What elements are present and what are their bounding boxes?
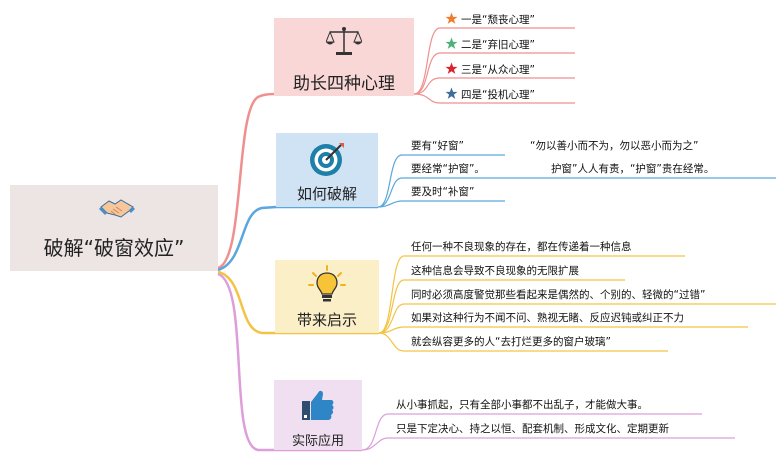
connector-central-branch3 xyxy=(217,270,275,335)
connector-central-branch4 xyxy=(217,272,274,452)
scales-icon xyxy=(326,27,362,55)
connector-b3-leaf5 xyxy=(378,332,668,352)
connector-b4-leaf2 xyxy=(361,437,735,451)
branch-label: 带来启示 xyxy=(296,311,357,329)
connector-b2-leaf1 xyxy=(377,154,505,208)
leaf-text: 同时必须高度警觉那些看起来是偶然的、个别的、轻微的“过错” xyxy=(411,289,706,301)
leaf-text: 要及时“补窗” xyxy=(411,186,475,198)
red-star-icon xyxy=(445,62,458,74)
leaf-item: 一是“颓丧心理” xyxy=(445,12,535,27)
branch-node-mindsets[interactable]: 助长四种心理 xyxy=(274,18,414,96)
leaf-text: 任何一种不良现象的存在，都在传递着一种信息 xyxy=(411,241,632,253)
connector-b4-leaf1 xyxy=(361,413,702,451)
leaf-note: 护窗”人人有责，“护窗”贵在经常。 xyxy=(551,163,715,175)
connector-b3-leaf2 xyxy=(378,279,625,334)
blue-star-icon xyxy=(445,87,458,99)
handshake-icon xyxy=(99,199,135,218)
branch-node-insights[interactable]: 带来启示 xyxy=(275,260,379,333)
green-star-icon xyxy=(445,37,458,49)
branch-label: 助长四种心理 xyxy=(293,74,395,94)
central-node[interactable]: 破解“破窗效应” xyxy=(10,185,218,271)
connector-b3-leaf3 xyxy=(378,303,776,334)
leaf-text: 要有“好窗” xyxy=(411,140,464,152)
connector-b2-leaf2 xyxy=(377,177,776,208)
connector-b1-leaf1 xyxy=(413,27,575,95)
leaf-item: 二是“弃旧心理” xyxy=(445,37,535,52)
branch-node-application[interactable]: 实际应用 xyxy=(274,380,362,450)
leaf-item: 三是“从众心理” xyxy=(445,62,535,77)
leaf-note: “勿以善小而不为，勿以恶小而为之” xyxy=(530,140,699,152)
lightbulb-icon xyxy=(308,265,346,302)
leaf-text: 只是下定决心、持之以恒、配套机制、形成文化、定期更新 xyxy=(396,423,669,435)
connector-b3-leaf1 xyxy=(378,255,685,334)
leaf-item: 四是“投机心理” xyxy=(445,87,535,102)
connector-b3-leaf4 xyxy=(378,326,748,334)
connector-b1-leaf2 xyxy=(413,52,575,95)
connector-central-branch2 xyxy=(217,205,277,272)
thumbs-up-icon xyxy=(302,390,334,420)
leaf-text: 一是“颓丧心理” xyxy=(461,14,535,26)
leaf-text: 从小事抓起，只有全部小事都不出乱子，才能做大事。 xyxy=(396,399,648,411)
leaf-text: 三是“从众心理” xyxy=(461,64,535,76)
connector-b1-leaf4 xyxy=(413,93,575,104)
leaf-text: 这种信息会导致不良现象的无限扩展 xyxy=(411,265,579,277)
leaf-text: 二是“弃旧心理” xyxy=(461,39,535,51)
leaf-text: 要经常“护窗”。 xyxy=(411,163,485,175)
branch-label: 如何破解 xyxy=(296,185,357,203)
branch-node-solutions[interactable]: 如何破解 xyxy=(276,133,378,207)
orange-star-icon xyxy=(445,12,458,24)
leaf-text: 四是“投机心理” xyxy=(461,89,535,101)
connector-central-branch1 xyxy=(217,92,275,270)
leaf-text: 如果对这种行为不闻不问、熟视无睹、反应迟钝或纠正不力 xyxy=(411,312,684,324)
connector-b1-leaf3 xyxy=(413,77,575,95)
leaf-text: 就会纵容更多的人“去打烂更多的窗户玻璃” xyxy=(411,336,611,348)
target-icon xyxy=(310,143,344,176)
branch-label: 实际应用 xyxy=(291,434,344,449)
central-title: 破解“破窗效应” xyxy=(43,236,185,260)
connector-b2-leaf3 xyxy=(377,200,505,208)
